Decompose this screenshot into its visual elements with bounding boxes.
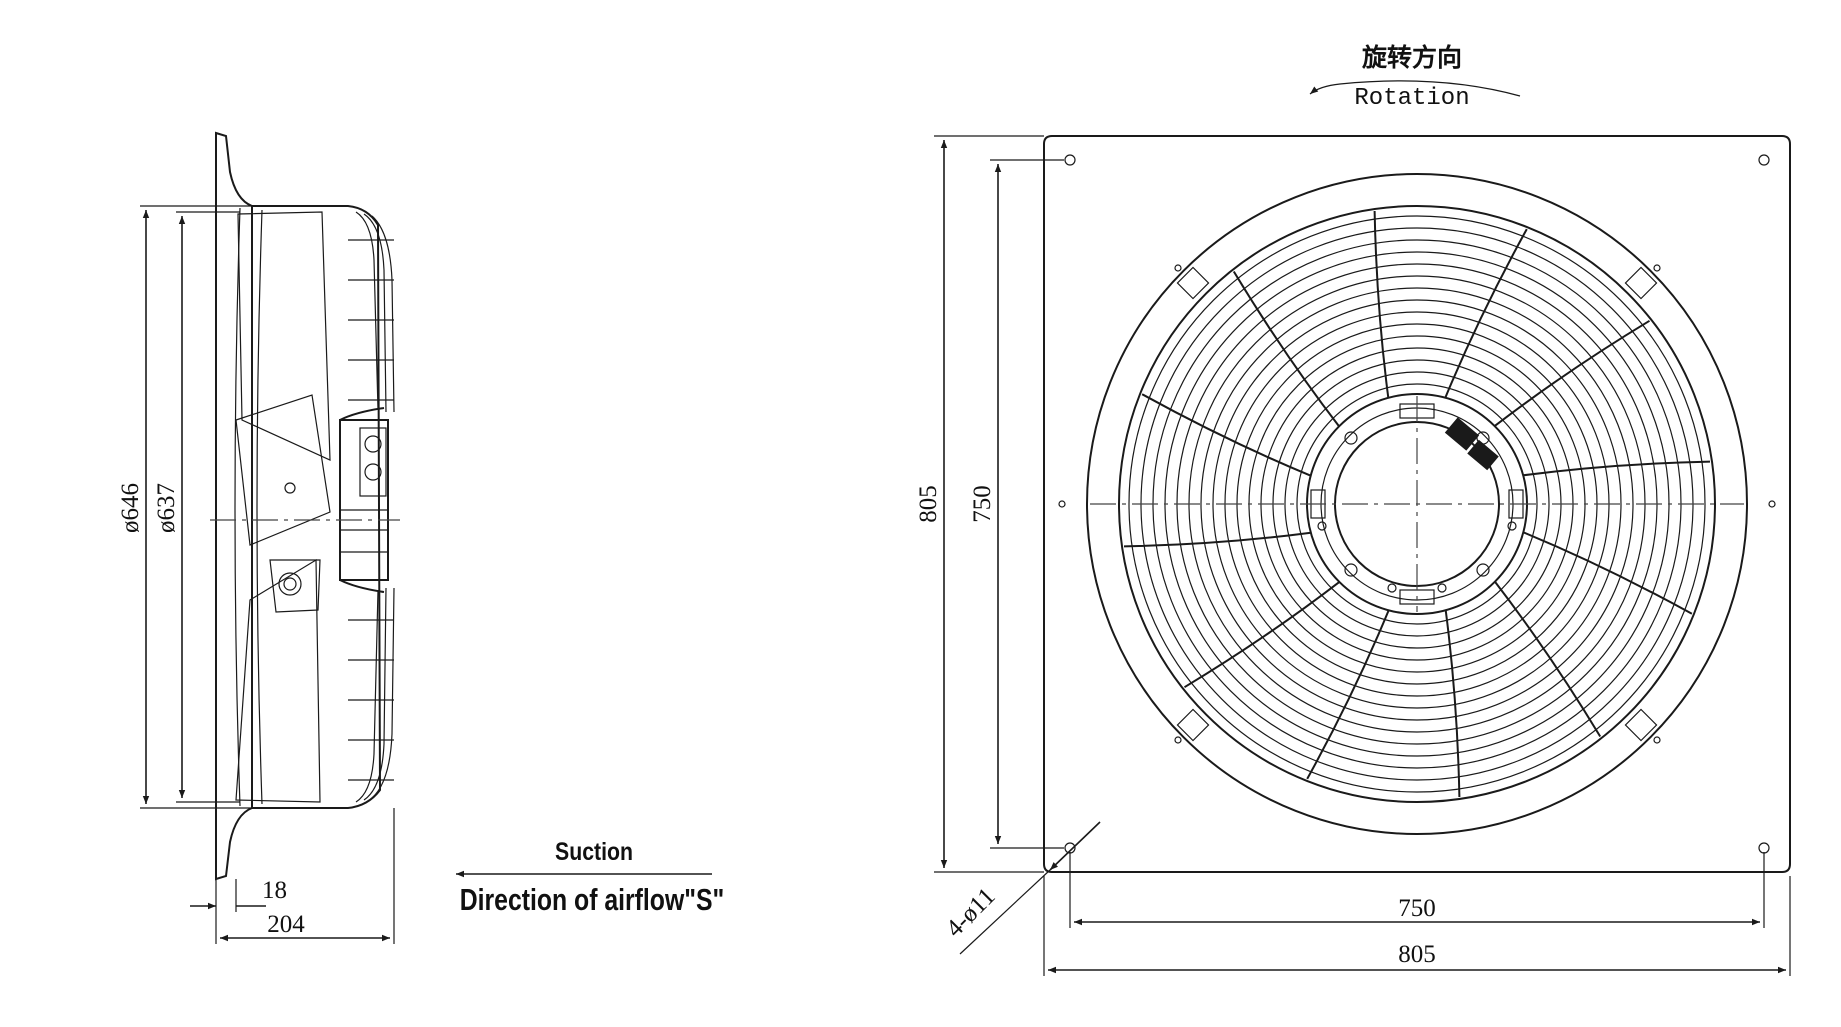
suction-label: Suction <box>555 837 633 865</box>
guard-spoke <box>1522 531 1693 615</box>
dim-depth: 204 <box>267 911 305 938</box>
mount-hole-br <box>1758 842 1770 854</box>
guard-spoke <box>1444 228 1528 399</box>
hole-leader <box>1049 821 1101 871</box>
base-plate <box>1043 135 1791 873</box>
guard-ring <box>1200 287 1634 721</box>
cable-connector <box>1444 417 1499 471</box>
guard-spoke <box>1493 319 1651 427</box>
guard-spoke <box>1373 210 1390 398</box>
rotation-arrow <box>1309 80 1521 97</box>
side-view: ø646 ø637 18 204 <box>117 131 400 944</box>
guard-spoke <box>1306 609 1390 780</box>
guard-clip-br <box>1624 708 1658 742</box>
flange-plate <box>215 131 253 881</box>
guard-spokes <box>1123 210 1711 798</box>
dim-holes: 4-ø11 <box>941 883 1001 943</box>
blade-lower <box>235 558 321 803</box>
mount-hole-tr <box>1758 154 1770 166</box>
guard-spoke <box>1232 270 1340 428</box>
guard-ring <box>1284 371 1550 637</box>
shroud-body <box>252 205 382 809</box>
motor-housing <box>339 419 389 581</box>
airflow-direction-label: Direction of airflow"S" <box>460 882 725 916</box>
guard-clip-tl <box>1176 266 1210 300</box>
dim-height-inner: 750 <box>969 485 996 523</box>
guard-spoke <box>1141 393 1312 477</box>
guard-spoke <box>1183 581 1341 689</box>
guard-spoke <box>1523 460 1711 477</box>
guard-outer <box>1118 205 1716 803</box>
venturi-outer <box>1086 173 1748 835</box>
blade-upper <box>237 211 331 461</box>
dim-inner-diameter: ø637 <box>153 483 180 533</box>
guard-clip-bl <box>1176 708 1210 742</box>
guard-spoke <box>1444 610 1461 798</box>
guard-ring <box>1296 383 1538 625</box>
guard-ribs <box>339 211 395 803</box>
rotation-label-en: Rotation <box>1354 85 1469 112</box>
guard-spoke <box>1123 531 1311 548</box>
mount-hole-tl <box>1064 154 1076 166</box>
rotation-label-cn: 旋转方向 <box>1362 43 1462 72</box>
dim-width-inner: 750 <box>1398 895 1436 922</box>
guard-ring <box>1212 299 1622 709</box>
dim-flange: 18 <box>262 877 287 904</box>
guard-clip-tr <box>1624 266 1658 300</box>
dim-height-outer: 805 <box>915 485 942 523</box>
dim-outer-diameter: ø646 <box>117 483 144 533</box>
guard-ring <box>1128 215 1706 793</box>
airflow-indicator: Suction Direction of airflow"S" <box>456 837 725 917</box>
dim-width-outer: 805 <box>1398 941 1436 968</box>
guard-spoke <box>1494 580 1602 738</box>
front-view: 旋转方向 Rotation <box>915 43 1791 976</box>
